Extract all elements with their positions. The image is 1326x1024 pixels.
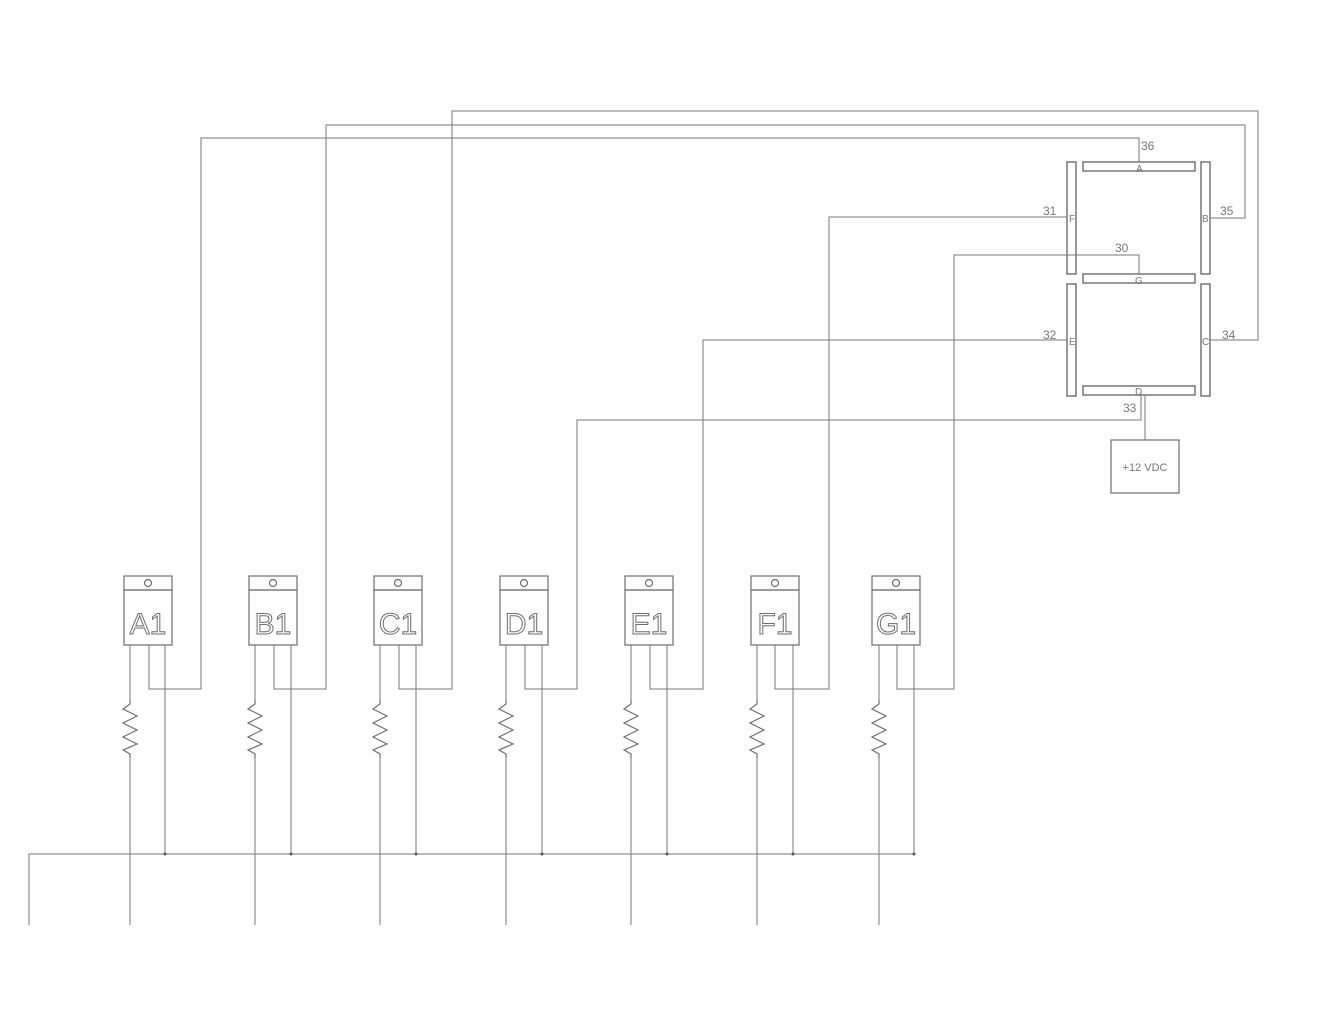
transistor-body	[750, 589, 800, 646]
junction-dot	[912, 852, 916, 856]
transistor-tab	[123, 575, 173, 591]
pin-number-f: 31	[1043, 204, 1057, 218]
transistor-tab	[750, 575, 800, 591]
transistor-stage-g1: G1	[870, 575, 921, 925]
transistor-body	[123, 589, 173, 646]
ground-bus	[28, 853, 914, 925]
transistor-tab	[248, 575, 298, 591]
mounting-hole-icon	[519, 578, 529, 588]
transistor-tab	[499, 575, 549, 591]
segment-wires	[148, 110, 1259, 690]
transistor-stage-a1: A1	[121, 575, 173, 925]
pin-number-e: 32	[1043, 328, 1057, 342]
segment-d	[1082, 385, 1196, 396]
segment-letter-d: D	[1135, 387, 1142, 398]
wire-e1-segment-e	[649, 339, 1067, 690]
resistor-icon	[497, 700, 515, 758]
segment-letter-b: B	[1202, 214, 1209, 225]
mounting-hole-icon	[770, 578, 780, 588]
wire-b1-segment-b	[273, 124, 1246, 690]
resistor-icon	[371, 700, 389, 758]
wire-a1-segment-a	[148, 137, 1140, 690]
mounting-hole-icon	[644, 578, 654, 588]
transistor-label: D1	[505, 608, 543, 641]
junction-dot	[414, 852, 418, 856]
resistor-icon	[870, 700, 888, 758]
resistor-icon	[748, 700, 766, 758]
transistor-label: C1	[379, 608, 417, 641]
wire-d1-segment-d	[524, 395, 1142, 690]
wire-f1-segment-f	[774, 216, 1067, 690]
power-supply: +12 VDC	[1110, 439, 1180, 494]
resistor-icon	[121, 700, 139, 758]
transistor-body	[624, 589, 674, 646]
segment-letter-c: C	[1202, 337, 1209, 348]
wire-c1-segment-c	[398, 110, 1259, 690]
transistor-body	[248, 589, 298, 646]
junction-dot	[540, 852, 544, 856]
junction-dot	[289, 852, 293, 856]
resistor-icon	[246, 700, 264, 758]
junction-dot	[163, 852, 167, 856]
transistor-tab	[871, 575, 921, 591]
segment-letter-a: A	[1136, 164, 1143, 175]
power-supply-label: +12 VDC	[1123, 462, 1168, 474]
pin-number-b: 35	[1220, 204, 1234, 218]
transistor-tab	[624, 575, 674, 591]
transistor-label: B1	[255, 608, 292, 641]
segment-letter-f: F	[1069, 214, 1075, 225]
transistor-stage-c1: C1	[371, 575, 423, 925]
pin-number-a: 36	[1141, 139, 1155, 153]
mounting-hole-icon	[393, 578, 403, 588]
transistor-label: G1	[876, 608, 916, 641]
pin-number-d: 33	[1123, 401, 1137, 415]
transistor-stage-b1: B1	[246, 575, 298, 925]
junction-dot	[791, 852, 795, 856]
transistor-stage-f1: F1	[748, 575, 800, 925]
mounting-hole-icon	[891, 578, 901, 588]
transistor-label: A1	[130, 608, 167, 641]
seven-segment-display: A B C D E F G 36 35 34 33 32 31 30	[1043, 139, 1236, 415]
transistor-tab	[373, 575, 423, 591]
wire-g1-segment-g	[896, 254, 1140, 690]
transistor-body	[373, 589, 423, 646]
transistor-label: F1	[757, 608, 792, 641]
segment-f	[1066, 161, 1077, 275]
pin-number-c: 34	[1222, 328, 1236, 342]
pin-number-g: 30	[1115, 241, 1129, 255]
segment-letter-g: G	[1135, 276, 1143, 287]
junction-dot	[665, 852, 669, 856]
segment-letter-e: E	[1069, 337, 1076, 348]
transistor-stage-d1: D1	[497, 575, 549, 925]
transistor-body	[871, 589, 921, 646]
mounting-hole-icon	[268, 578, 278, 588]
ground-bus-line	[28, 853, 914, 925]
transistor-label: E1	[631, 608, 668, 641]
mounting-hole-icon	[143, 578, 153, 588]
resistor-icon	[622, 700, 640, 758]
transistor-body	[499, 589, 549, 646]
transistor-stage-e1: E1	[622, 575, 674, 925]
